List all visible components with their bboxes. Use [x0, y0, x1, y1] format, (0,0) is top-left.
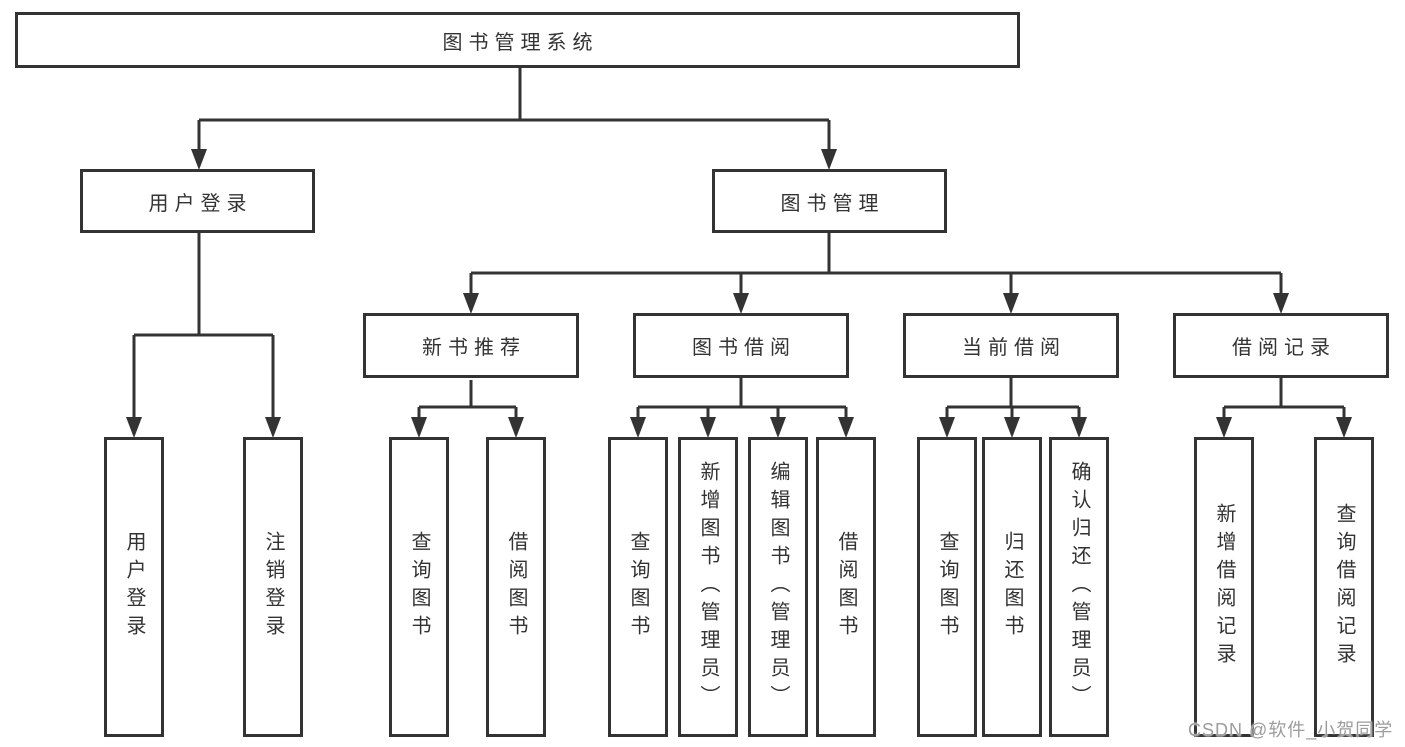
arrow-down-icon	[630, 417, 646, 438]
node-leaf-user-login: 用户登录	[104, 437, 164, 737]
node-leaf-return-books: 归还图书	[982, 437, 1042, 737]
connector-borrowing-records-children	[1216, 378, 1352, 438]
arrow-down-icon	[463, 293, 479, 314]
arrow-down-icon	[700, 417, 716, 438]
node-label: 查询图书	[936, 531, 958, 643]
node-leaf-query-borrow-record: 查询借阅记录	[1314, 437, 1374, 737]
node-label: 当前借阅	[962, 337, 1066, 359]
node-label: 注销登录	[262, 531, 284, 643]
node-label: 确认归还（管理员）	[1068, 461, 1090, 713]
node-label: 图书管理	[780, 192, 885, 215]
node-borrowing-records: 借阅记录	[1173, 313, 1389, 378]
node-label: 新增借阅记录	[1213, 503, 1235, 671]
node-leaf-query-books-1: 查询图书	[389, 437, 449, 737]
node-label: 借阅图书	[505, 531, 527, 643]
arrow-down-icon	[411, 417, 427, 438]
node-leaf-edit-books-admin: 编辑图书（管理员）	[748, 437, 808, 737]
arrow-down-icon	[191, 149, 207, 170]
arrow-down-icon	[265, 417, 281, 438]
node-label: 新增图书（管理员）	[697, 461, 719, 713]
arrow-down-icon	[939, 417, 955, 438]
node-leaf-borrow-books-2: 借阅图书	[816, 437, 876, 737]
node-label: 查询图书	[627, 531, 649, 643]
node-label: 图书借阅	[692, 337, 796, 359]
node-leaf-borrow-books-1: 借阅图书	[486, 437, 546, 737]
connector-root-to-level2	[191, 68, 837, 170]
node-leaf-query-books-2: 查询图书	[608, 437, 668, 737]
node-book-management: 图书管理	[712, 169, 947, 233]
connector-new-books-children	[411, 380, 524, 438]
node-label: 借阅图书	[835, 531, 857, 643]
arrow-down-icon	[1004, 417, 1020, 438]
node-label: 图书管理系统	[442, 31, 599, 54]
arrow-down-icon	[1216, 417, 1232, 438]
node-leaf-add-books-admin: 新增图书（管理员）	[678, 437, 738, 737]
node-label: 新书推荐	[422, 337, 526, 359]
node-label: 编辑图书（管理员）	[767, 461, 789, 713]
connector-current-borrowing-children	[939, 378, 1087, 438]
arrow-down-icon	[1336, 417, 1352, 438]
node-label: 用户登录	[148, 192, 253, 215]
node-leaf-query-books-3: 查询图书	[917, 437, 977, 737]
arrow-down-icon	[1003, 293, 1019, 314]
connector-book-management-children	[463, 233, 1289, 314]
node-label: 查询借阅记录	[1333, 503, 1355, 671]
node-label: 借阅记录	[1232, 337, 1336, 359]
arrow-down-icon	[838, 417, 854, 438]
arrow-down-icon	[1071, 417, 1087, 438]
connector-user-login-children	[126, 233, 281, 438]
node-leaf-logout: 注销登录	[243, 437, 303, 737]
node-current-borrowing: 当前借阅	[903, 313, 1119, 378]
arrow-down-icon	[821, 149, 837, 170]
node-user-login: 用户登录	[80, 169, 315, 233]
csdn-watermark: CSDN @软件_小贺同学	[1188, 720, 1394, 740]
arrow-down-icon	[733, 293, 749, 314]
node-leaf-confirm-return-admin: 确认归还（管理员）	[1049, 437, 1109, 737]
node-label: 查询图书	[408, 531, 430, 643]
node-leaf-add-borrow-record: 新增借阅记录	[1194, 437, 1254, 737]
arrow-down-icon	[770, 417, 786, 438]
node-label: 用户登录	[123, 531, 145, 643]
arrow-down-icon	[508, 417, 524, 438]
node-book-management-system: 图书管理系统	[15, 12, 1020, 68]
arrow-down-icon	[126, 417, 142, 438]
node-new-book-recommendation: 新书推荐	[363, 313, 579, 378]
node-book-borrowing: 图书借阅	[633, 313, 849, 378]
arrow-down-icon	[1273, 293, 1289, 314]
connector-book-borrowing-children	[630, 378, 854, 438]
node-label: 归还图书	[1001, 531, 1023, 643]
